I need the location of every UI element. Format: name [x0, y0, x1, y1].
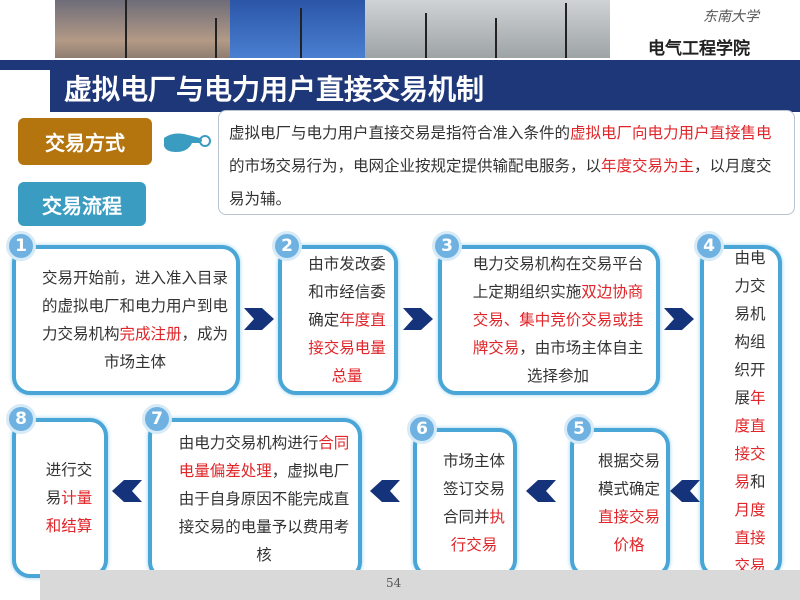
arrow-left-icon [112, 480, 142, 502]
highlight-text: 月度直接交易 [734, 500, 766, 575]
step-box-8: 进行交易计量和结算 [12, 418, 108, 578]
body-text: 进行交易 [45, 461, 93, 507]
highlight-text: 完成注册 [119, 325, 182, 343]
highlight-text: 直接交易价格 [598, 508, 661, 554]
step-text: 根据交易模式确定直接交易价格 [598, 447, 660, 559]
step-number-badge: 6 [407, 414, 437, 444]
step-text: 市场主体签订交易合同并执行交易 [441, 447, 507, 559]
highlight-text: 年度直接交易电量总量 [308, 311, 386, 385]
highlight-text: 计量和结算 [45, 489, 93, 535]
step-number-badge: 5 [564, 414, 594, 444]
slide-title: 虚拟电厂与电力用户直接交易机制 [64, 73, 485, 106]
step-text: 由电力交易机构组织开展年度直接交易和月度直接交易 [728, 244, 772, 580]
highlight-text: 虚拟电厂向电力用户直接售电 [570, 124, 772, 142]
arrow-right-icon [244, 308, 274, 330]
step-box-5: 根据交易模式确定直接交易价格 [570, 428, 670, 578]
step-text: 由电力交易机构进行合同电量偏差处理，虚拟电厂由于自身原因不能完成直接交易的电量予… [176, 429, 352, 569]
university-logo: 东南大学 [703, 9, 759, 25]
body-text: 的市场交易行为，电网企业按规定提供输配电服务，以 [229, 157, 602, 175]
step-box-1: 交易开始前，进入准入目录的虚拟电厂和电力用户到电力交易机构完成注册，成为市场主体 [12, 245, 240, 395]
highlight-text: 合同电量偏差处理 [178, 434, 350, 480]
step-box-2: 由市发改委和市经信委确定年度直接交易电量总量 [278, 245, 398, 395]
step-text: 进行交易计量和结算 [40, 456, 98, 540]
body-text: 市场主体签订交易合同并 [442, 452, 505, 526]
body-text: 交易开始前，进入准入目录的虚拟电厂和电力用户到电力交易机构 [41, 269, 228, 343]
body-text: ，成为市场主体 [103, 325, 229, 371]
step-box-4: 由电力交易机构组织开展年度直接交易和月度直接交易 [700, 245, 782, 578]
body-text: 和 [750, 472, 766, 491]
step-text: 由市发改委和市经信委确定年度直接交易电量总量 [306, 250, 388, 390]
step-text: 交易开始前，进入准入目录的虚拟电厂和电力用户到电力交易机构完成注册，成为市场主体 [40, 264, 230, 376]
step-number-badge: 3 [432, 231, 462, 261]
body-text: 电力交易机构在交易平台上定期组织实施 [472, 255, 644, 301]
step-number-badge: 8 [6, 404, 36, 434]
body-text: 由市发改委和市经信委确定 [308, 255, 386, 329]
title-banner [50, 60, 800, 112]
step-number-badge: 2 [272, 231, 302, 261]
tab-trading-mode[interactable]: 交易方式 [18, 118, 152, 165]
school-name: 电气工程学院 [648, 39, 750, 59]
body-text: ，虚拟电厂由于自身原因不能完成直接交易的电量予以费用考核 [178, 462, 350, 564]
definition-box: 虚拟电厂与电力用户直接交易是指符合准入条件的虚拟电厂向电力用户直接售电的市场交易… [218, 110, 795, 215]
header-photo-substation [365, 0, 610, 58]
arrow-right-icon [403, 308, 433, 330]
header-photo-tower-sky [230, 0, 365, 58]
step-number-badge: 1 [6, 231, 36, 261]
step-text: 电力交易机构在交易平台上定期组织实施双边协商交易、集中竞价交易或挂牌交易，由市场… [466, 250, 650, 390]
arrow-left-icon [670, 480, 700, 502]
footer-band [40, 570, 800, 600]
highlight-text: 双边协商交易、集中竞价交易或挂牌交易 [472, 283, 644, 357]
step-box-6: 市场主体签订交易合同并执行交易 [413, 428, 517, 578]
step-box-7: 由电力交易机构进行合同电量偏差处理，虚拟电厂由于自身原因不能完成直接交易的电量予… [148, 418, 362, 580]
arrow-left-icon [526, 480, 556, 502]
step-number-badge: 7 [142, 404, 172, 434]
page-number: 54 [386, 576, 402, 590]
body-text: 根据交易模式确定 [598, 452, 661, 498]
body-text: ，以月度交易为辅。 [229, 157, 772, 208]
step-box-3: 电力交易机构在交易平台上定期组织实施双边协商交易、集中竞价交易或挂牌交易，由市场… [438, 245, 660, 395]
highlight-text: 年度交易为主 [601, 157, 695, 175]
pointing-hand-icon [164, 133, 211, 152]
body-text: 虚拟电厂与电力用户直接交易是指符合准入条件的 [229, 124, 571, 142]
body-text: 由电力交易机构进行 [178, 434, 319, 452]
header-photo-towers-sunset [55, 0, 230, 58]
tab-trading-flow[interactable]: 交易流程 [18, 182, 146, 226]
arrow-right-icon [664, 308, 694, 330]
body-text: ，由市场主体自主选择参加 [519, 339, 644, 385]
highlight-text: 年度直接交易 [734, 388, 766, 491]
step-number-badge: 4 [694, 231, 724, 261]
arrow-left-icon [370, 480, 400, 502]
highlight-text: 执行交易 [450, 508, 506, 554]
body-text: 由电力交易机构组织开展 [734, 248, 766, 407]
